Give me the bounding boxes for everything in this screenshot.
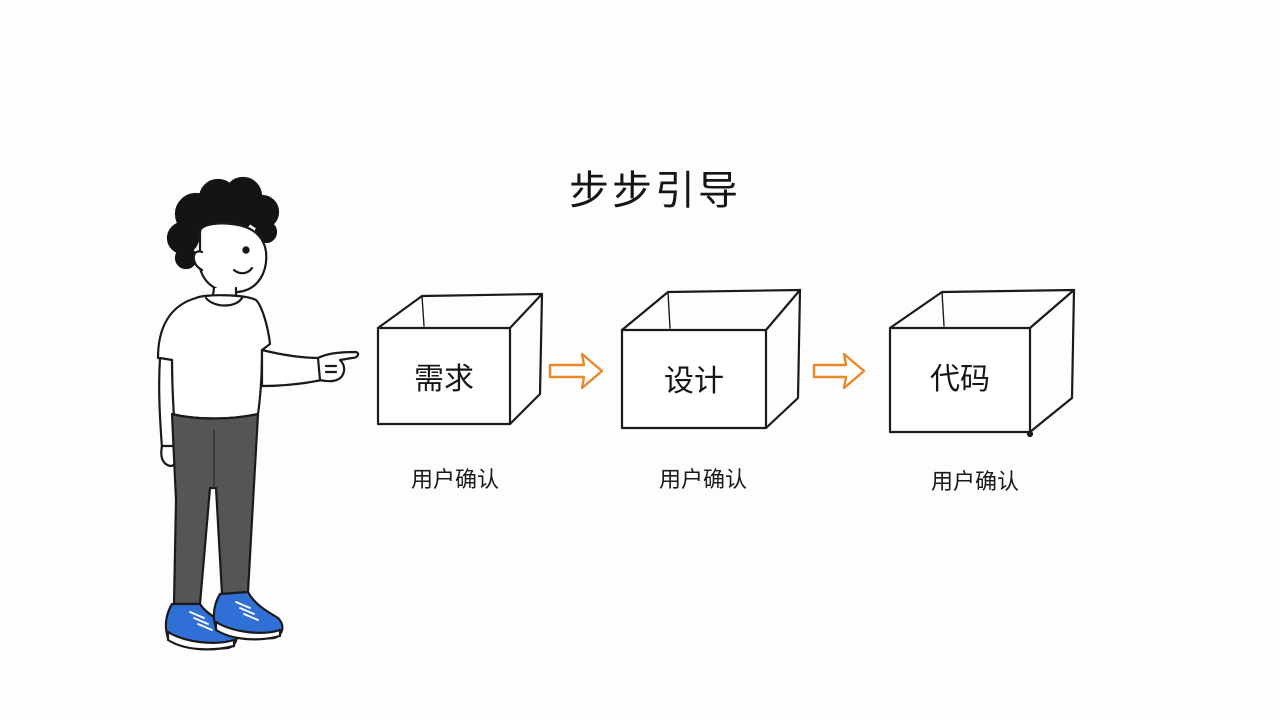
pointing-arm (260, 348, 324, 388)
open-box-icon (888, 326, 1032, 434)
step-caption-1: 用户确认 (410, 468, 499, 493)
step-label-2: 设计 (664, 364, 724, 399)
diagram-title: 步步引导 (569, 168, 741, 214)
right-arrow-icon (812, 352, 866, 390)
step-box-1 (376, 292, 544, 426)
face (198, 222, 268, 294)
step-label-3: 代码 (930, 362, 990, 397)
eye (242, 246, 250, 254)
person-illustration (156, 176, 360, 651)
pants (170, 412, 260, 606)
left-shoe-sole (166, 630, 236, 651)
step-caption-3: 用户确认 (930, 470, 1019, 495)
pointing-hand (316, 350, 360, 383)
smile (232, 266, 254, 275)
step-box-3 (888, 288, 1076, 438)
ear (192, 250, 204, 272)
open-box-icon (620, 328, 768, 430)
step-caption-2: 用户确认 (658, 468, 747, 493)
open-box-icon (376, 326, 512, 426)
right-shoe-sole (214, 620, 282, 641)
shirt (156, 294, 272, 420)
step-box-2 (620, 288, 802, 430)
right-arrow-icon (548, 352, 604, 390)
step-label-1: 需求 (414, 362, 474, 397)
collar (204, 296, 244, 307)
